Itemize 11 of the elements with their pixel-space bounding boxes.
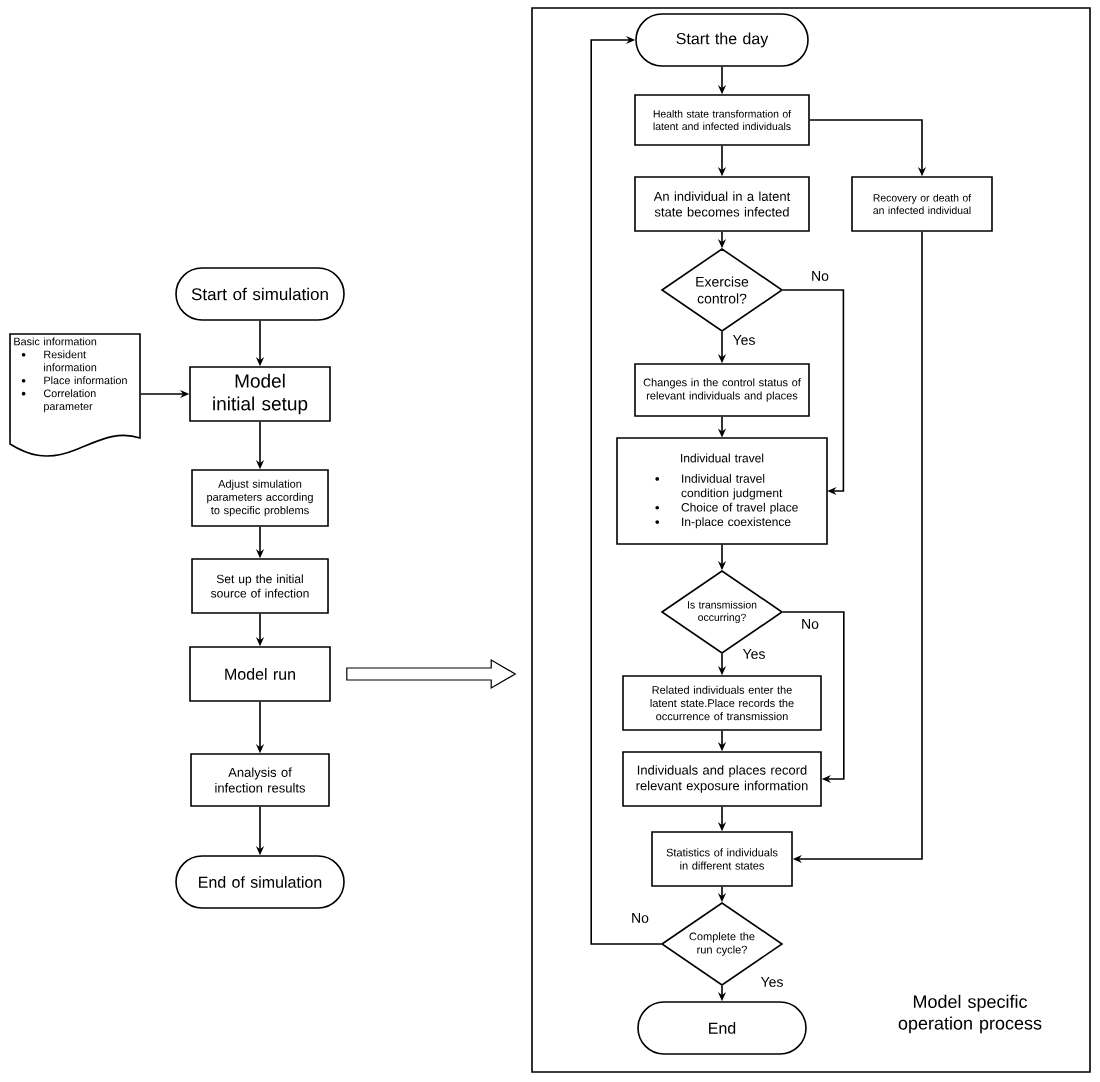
arrow	[782, 611, 845, 784]
terminal-box: Start of simulation	[175, 267, 345, 321]
process-box: Model run	[189, 646, 331, 702]
terminal-box: End of simulation	[175, 855, 345, 909]
frame-title: Model specific operation process	[898, 994, 1042, 1034]
process-box: Model initial setup	[189, 366, 331, 422]
arrow	[590, 35, 662, 945]
block-arrow	[346, 658, 517, 690]
terminal-box: Start the day	[635, 13, 809, 67]
terminal-box: End	[637, 1001, 807, 1055]
arrow	[782, 289, 845, 496]
